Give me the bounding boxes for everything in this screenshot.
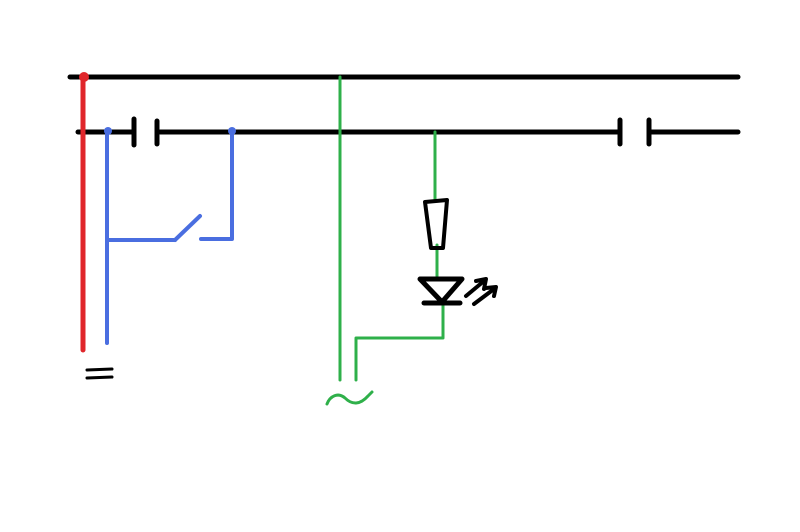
resistor-icon: [423, 198, 449, 250]
capacitor-icon: [617, 117, 652, 147]
capacitor-icon: [131, 116, 160, 148]
ac-source-icon: [325, 390, 374, 406]
led-icon: [417, 276, 498, 306]
dc-positive-line: [79, 72, 89, 353]
dc-source-icon: [85, 367, 114, 380]
ac-line: [338, 75, 445, 382]
switch-icon: [173, 214, 202, 242]
dc-negative-line: [104, 127, 236, 345]
